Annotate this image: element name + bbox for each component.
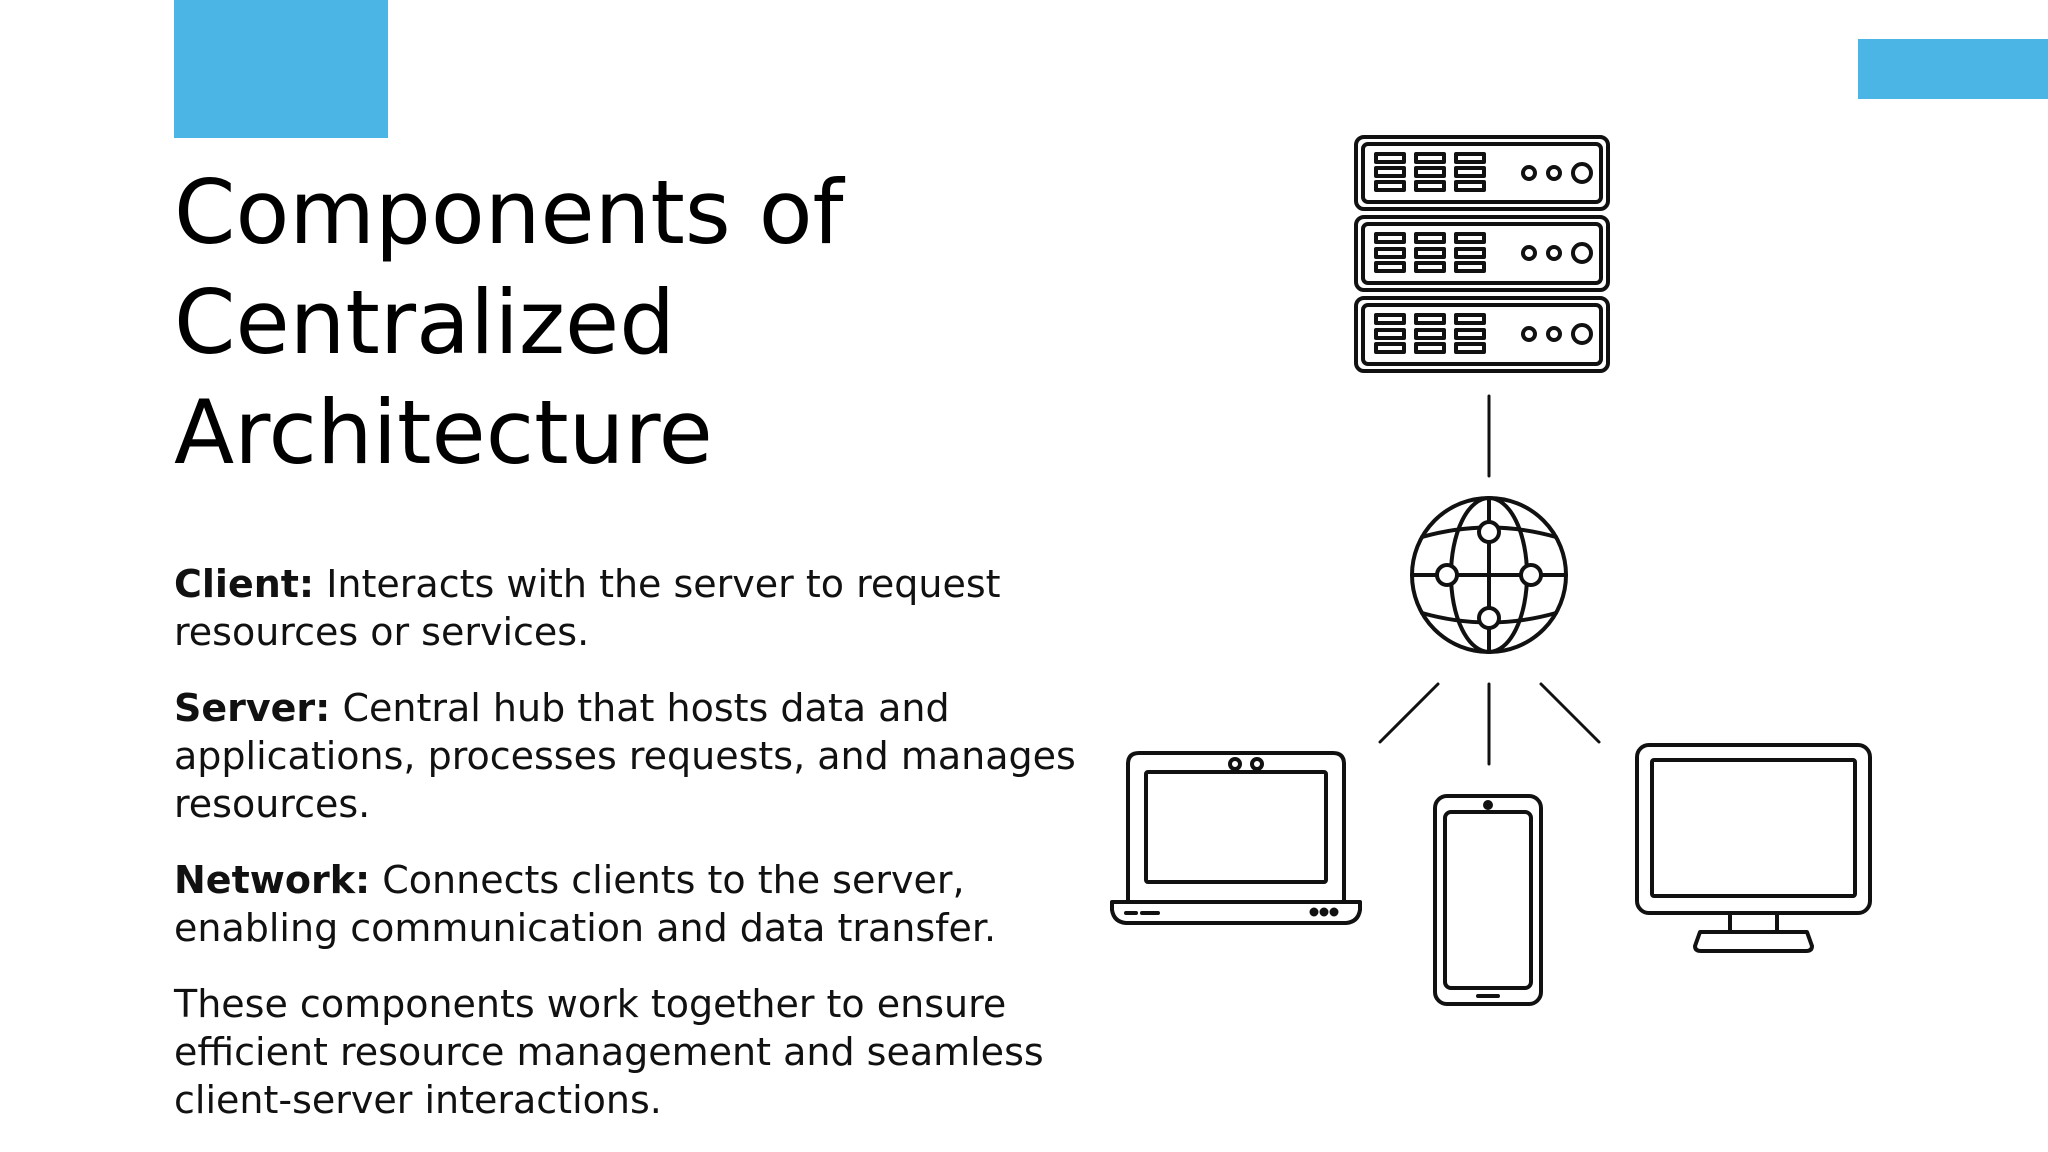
summary-text-1: These components work together to ensure: [174, 982, 1007, 1026]
slide-body: Client: Interacts with the server to req…: [174, 560, 1076, 1152]
laptop-icon: [1110, 751, 1362, 925]
server-line-1: Server: Central hub that hosts data and: [174, 684, 1074, 732]
slide-title: Components of Centralized Architecture: [174, 158, 1074, 488]
network-label: Network:: [174, 858, 371, 902]
globe-network-icon: [1410, 496, 1568, 654]
client-line-1: Client: Interacts with the server to req…: [174, 560, 1074, 608]
title-line-1: Components of: [174, 161, 844, 264]
desktop-monitor-icon: [1635, 743, 1872, 953]
client-text-2: resources or services.: [174, 610, 590, 654]
desktop-link-line: [1539, 682, 1601, 744]
server-text-3: resources.: [174, 782, 371, 826]
server-paragraph: Server: Central hub that hosts data and …: [174, 684, 1076, 828]
title-line-3: Architecture: [174, 381, 713, 484]
smartphone-icon: [1433, 794, 1543, 1006]
network-line-1: Network: Connects clients to the server,: [174, 856, 1074, 904]
server-rack-icon: [1354, 135, 1610, 373]
network-text-1: Connects clients to the server,: [382, 858, 965, 902]
title-line-2: Centralized: [174, 271, 676, 374]
accent-block-right: [1858, 39, 2048, 99]
client-label: Client:: [174, 562, 315, 606]
network-paragraph: Network: Connects clients to the server,…: [174, 856, 1074, 952]
server-text-2: applications, processes requests, and ma…: [174, 734, 1076, 778]
accent-block-left: [174, 0, 388, 138]
laptop-link-line: [1378, 682, 1440, 744]
server-label: Server:: [174, 686, 331, 730]
summary-text-2: efficient resource management and seamle…: [174, 1030, 1044, 1074]
server-text-1: Central hub that hosts data and: [342, 686, 950, 730]
network-text-2: enabling communication and data transfer…: [174, 906, 997, 950]
centralized-architecture-diagram: [1110, 135, 1872, 1006]
client-paragraph: Client: Interacts with the server to req…: [174, 560, 1074, 656]
client-text-1: Interacts with the server to request: [326, 562, 1001, 606]
summary-paragraph: These components work together to ensure…: [174, 980, 1074, 1124]
summary-text-3: client-server interactions.: [174, 1078, 662, 1122]
